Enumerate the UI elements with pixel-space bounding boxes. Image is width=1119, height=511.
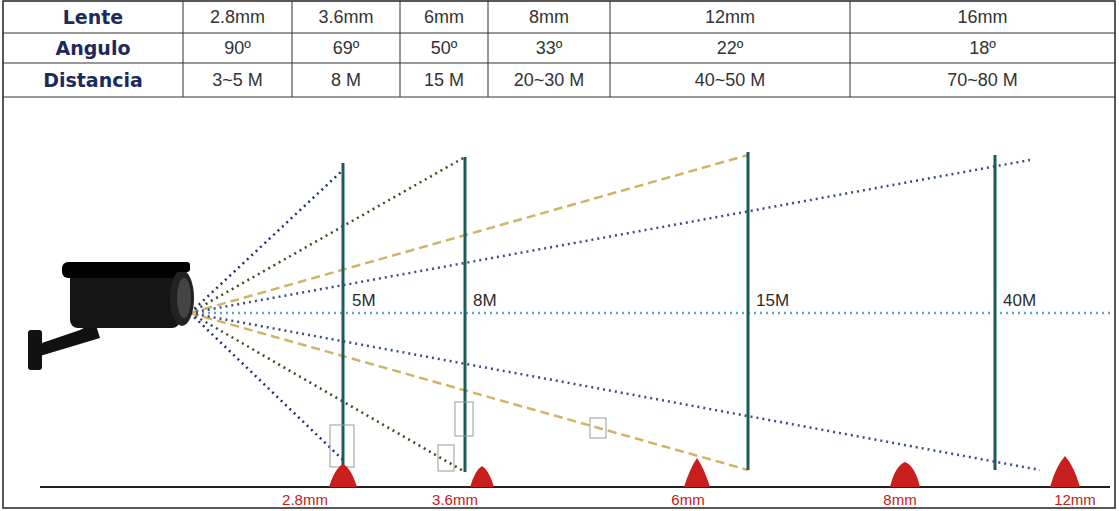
table-cell: 33º <box>536 39 563 57</box>
table-cell: 69º <box>333 39 360 57</box>
lens-label: 6mm <box>669 492 706 507</box>
row-header: Angulo <box>56 39 131 58</box>
row-header: Distancia <box>43 71 143 90</box>
distance-label: 40M <box>1001 292 1038 309</box>
distance-label: 8M <box>471 292 499 309</box>
table-cell: 6mm <box>424 8 464 26</box>
table-cell: 3~5 M <box>212 71 263 89</box>
distance-poles <box>343 152 995 472</box>
lens-label: 12mm <box>1052 492 1098 507</box>
table-cell: 22º <box>717 39 744 57</box>
camera-icon <box>28 262 194 370</box>
table-cell: 20~30 M <box>514 71 585 89</box>
table-cell: 70~80 M <box>947 71 1018 89</box>
table-cell: 16mm <box>957 8 1007 26</box>
view-lines <box>190 155 1110 472</box>
table-grid <box>3 1 1115 97</box>
distance-label: 5M <box>350 292 378 309</box>
table-cell: 18º <box>969 39 996 57</box>
table-cell: 2.8mm <box>210 8 265 26</box>
lens-label: 3.6mm <box>430 492 480 507</box>
distance-label: 15M <box>754 292 791 309</box>
frame <box>3 1 1115 508</box>
table-cell: 15 M <box>424 71 464 89</box>
table-cell: 8 M <box>331 71 361 89</box>
lens-label: 8mm <box>881 492 918 507</box>
table-cell: 8mm <box>529 8 569 26</box>
table-cell: 90º <box>224 39 251 57</box>
ground-line <box>40 486 1110 488</box>
table-cell: 40~50 M <box>695 71 766 89</box>
table-cell: 50º <box>431 39 458 57</box>
table-cell: 3.6mm <box>318 8 373 26</box>
table-cell: 12mm <box>705 8 755 26</box>
target-figures <box>329 456 1080 487</box>
lens-label: 2.8mm <box>280 492 330 507</box>
target-frames <box>330 402 606 471</box>
row-header: Lente <box>63 8 124 27</box>
